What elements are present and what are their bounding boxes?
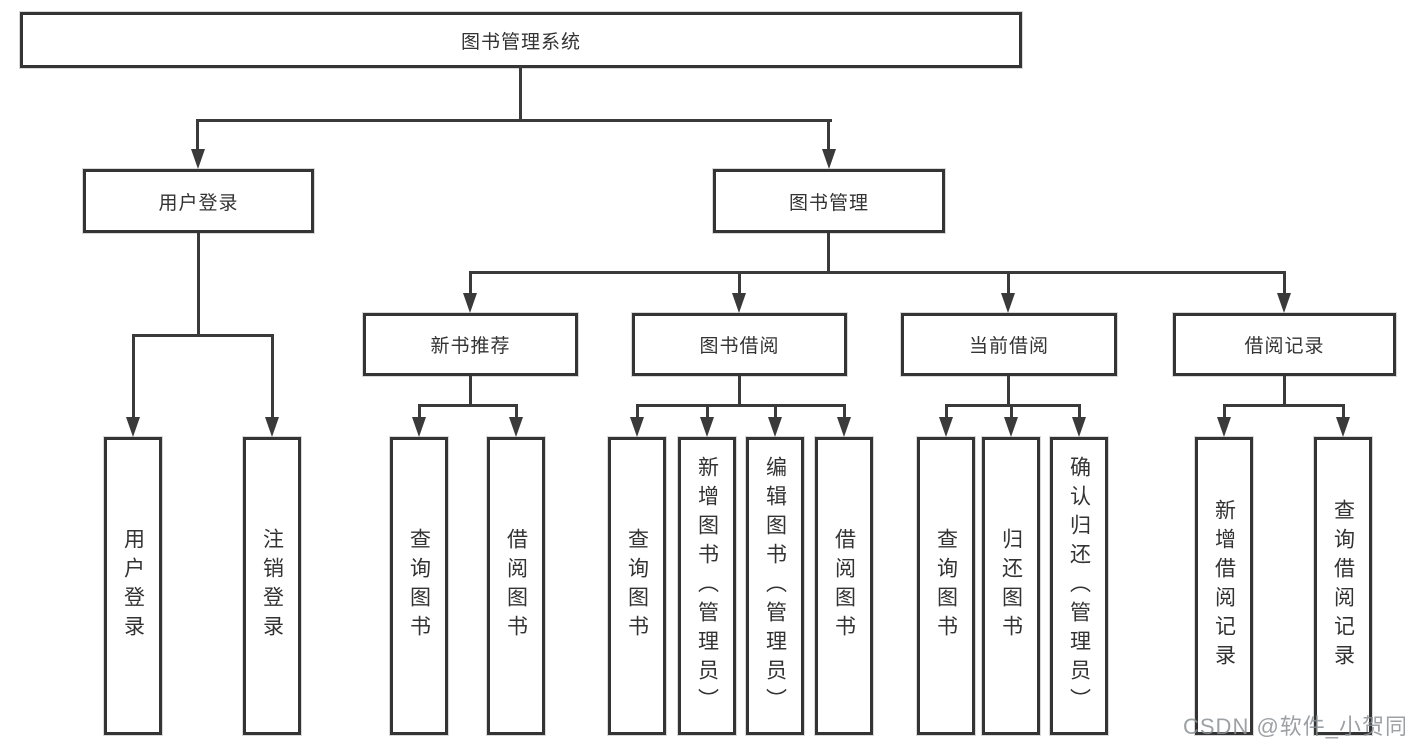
node-label: 注销登录 [260,528,284,644]
leaf-return-book: 归还图书 [982,437,1040,735]
connector-line [774,404,777,420]
connector-line [519,66,522,120]
node-label: 用户登录 [121,528,145,644]
node-label: 图书管理系统 [460,31,581,53]
connector-line [738,271,741,295]
node-book-management: 图书管理 [713,169,945,233]
leaf-add-book-admin: 新增图书（管理员） [678,437,736,735]
connector-arrow [822,149,836,169]
connector-arrow [630,417,644,437]
connector-line [738,376,741,407]
node-label: 查询图书 [934,528,958,644]
connector-line [1223,404,1345,407]
connector-arrow [412,417,426,437]
node-user-login: 用户登录 [83,169,314,233]
leaf-add-borrow-record: 新增借阅记录 [1195,437,1253,735]
node-label: 借阅图书 [504,528,528,644]
node-library-management-system: 图书管理系统 [20,12,1022,68]
node-label: 新增借阅记录 [1212,499,1236,673]
node-label: 新书推荐 [430,336,511,357]
connector-line [515,404,518,420]
leaf-query-borrow-record: 查询借阅记录 [1314,437,1372,735]
connector-arrow [463,293,477,313]
connector-line [1078,404,1081,420]
connector-line [469,271,1286,274]
connector-line [469,376,472,407]
connector-arrow [191,149,205,169]
connector-line [1283,376,1286,407]
connector-line [1342,404,1345,420]
node-label: 新增图书（管理员） [695,455,719,717]
connector-line [196,119,832,122]
connector-arrow [1004,417,1018,437]
connector-arrow [1217,417,1231,437]
connector-arrow [1001,293,1015,313]
connector-arrow [732,293,746,313]
node-label: 查询图书 [625,528,649,644]
connector-line [271,334,274,420]
node-label: 借阅记录 [1244,336,1325,357]
csdn-watermark: CSDN @软件_小贺同学 [1183,714,1405,739]
connector-line [418,404,421,420]
node-label: 编辑图书（管理员） [763,455,787,717]
leaf-query-books-recommend: 查询图书 [390,437,448,735]
connector-line [945,404,1081,407]
node-label: 图书管理 [788,192,869,214]
node-label: 当前借阅 [968,336,1049,357]
connector-line [827,119,830,153]
connector-line [418,404,518,407]
connector-line [1007,376,1010,407]
connector-arrow [700,417,714,437]
connector-line [469,271,472,295]
connector-arrow [837,417,851,437]
connector-line [1010,404,1013,420]
connector-arrow [265,417,279,437]
connector-line [706,404,709,420]
connector-arrow [509,417,523,437]
connector-line [196,119,199,153]
connector-line [1283,271,1286,295]
connector-line [197,233,200,337]
node-borrow-records: 借阅记录 [1173,313,1396,376]
leaf-logout: 注销登录 [243,437,301,735]
node-book-borrowing: 图书借阅 [632,313,847,376]
node-label: 图书借阅 [699,336,780,357]
node-label: 查询图书 [407,528,431,644]
node-label: 用户登录 [158,192,239,214]
connector-line [132,334,135,420]
node-label: 借阅图书 [832,528,856,644]
connector-line [636,404,846,407]
leaf-confirm-return-admin: 确认归还（管理员） [1050,437,1108,735]
leaf-borrow-books-borrowing: 借阅图书 [815,437,873,735]
node-new-book-recommend: 新书推荐 [363,313,578,376]
connector-line [1007,271,1010,295]
leaf-user-login: 用户登录 [104,437,162,735]
connector-line [636,404,639,420]
connector-arrow [768,417,782,437]
leaf-edit-book-admin: 编辑图书（管理员） [746,437,804,735]
node-current-borrowing: 当前借阅 [901,313,1117,376]
node-label: 查询借阅记录 [1331,499,1355,673]
node-label: 归还图书 [999,528,1023,644]
connector-line [827,233,830,274]
connector-line [843,404,846,420]
connector-arrow [1072,417,1086,437]
connector-arrow [1277,293,1291,313]
leaf-borrow-books-recommend: 借阅图书 [487,437,545,735]
connector-line [132,334,274,337]
connector-arrow [939,417,953,437]
connector-line [945,404,948,420]
connector-line [1223,404,1226,420]
connector-arrow [1336,417,1350,437]
node-label: 确认归还（管理员） [1067,455,1091,717]
connector-arrow [126,417,140,437]
leaf-query-books-current: 查询图书 [917,437,975,735]
leaf-query-books-borrowing: 查询图书 [608,437,666,735]
